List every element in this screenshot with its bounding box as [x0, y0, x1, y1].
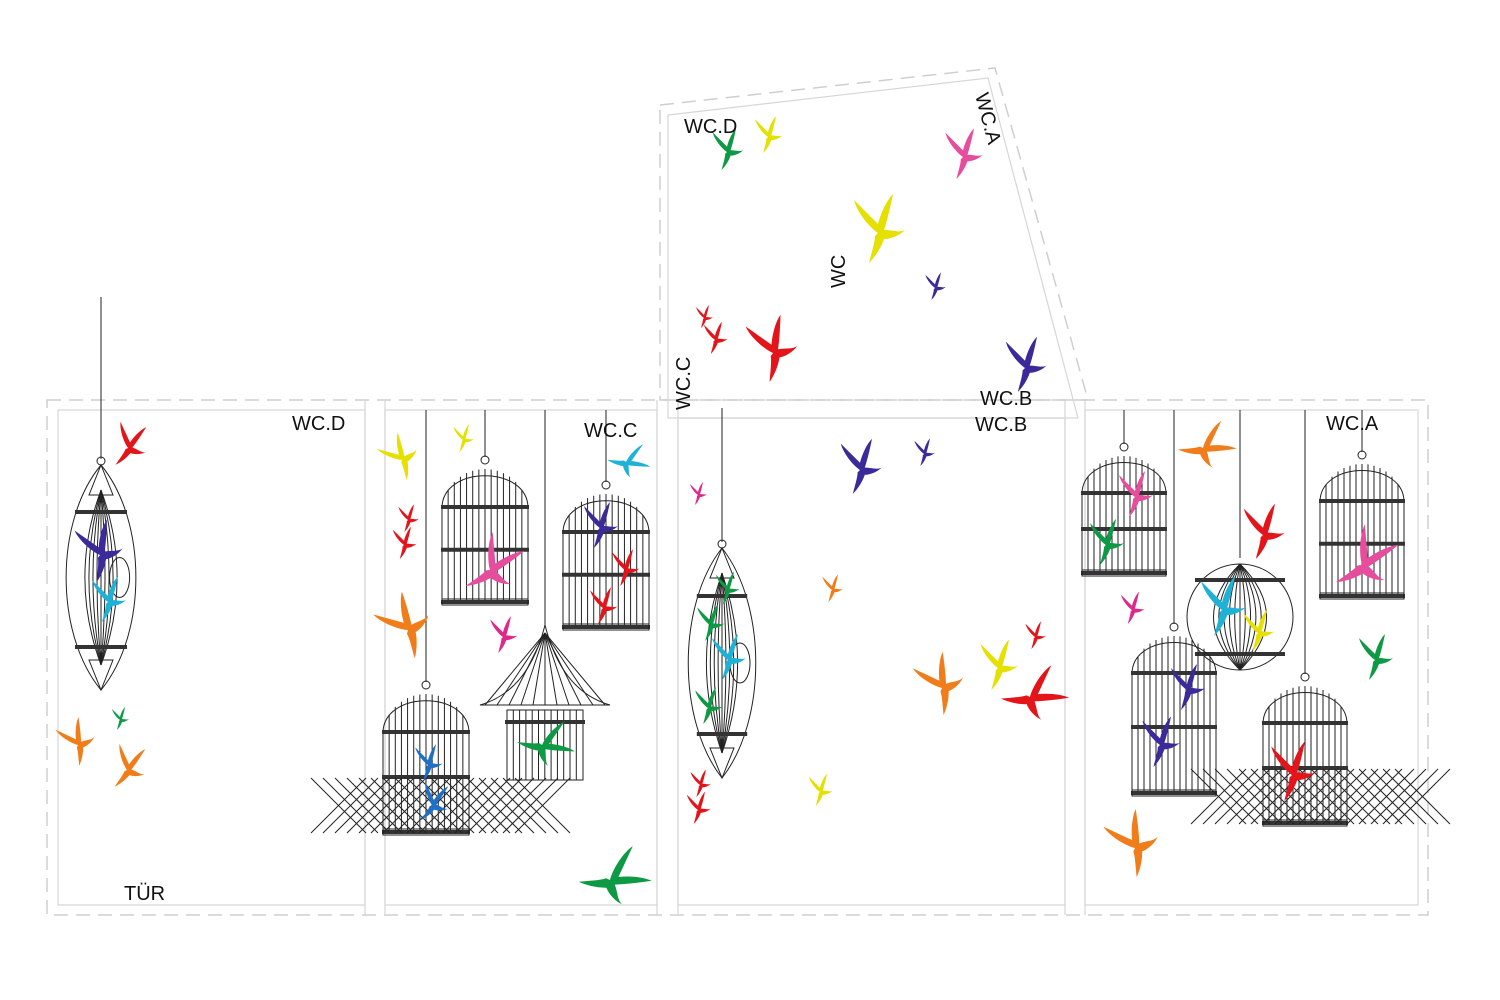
bird-icon: [703, 321, 728, 354]
bird-icon: [1359, 634, 1393, 680]
bird-icon: [584, 502, 618, 548]
bird-icon: [515, 720, 577, 771]
bird-icon: [822, 574, 843, 602]
bird-icon: [490, 616, 518, 653]
bird-icon: [1173, 419, 1240, 477]
birdcage: [310, 410, 571, 836]
bird-icon: [106, 418, 154, 473]
bird-icon: [1120, 591, 1145, 624]
round-birdcage: [1186, 410, 1294, 671]
bird-icon: [590, 587, 618, 624]
bird-icon: [690, 482, 707, 505]
bird-icon: [840, 438, 882, 494]
bird-icon: [370, 585, 444, 666]
bird-icon: [54, 714, 102, 770]
label-wall-wc-b: WC.B: [975, 414, 1027, 436]
bird-icon: [808, 773, 833, 806]
bird-icon: [690, 769, 711, 797]
label-wall-wc-c: WC.C: [584, 420, 637, 442]
bird-icon: [1025, 621, 1046, 649]
bird-icon: [996, 663, 1073, 731]
oval-birdcage: [687, 408, 757, 780]
label-ceiling-wc-d: WC.D: [684, 116, 737, 138]
bird-icon: [453, 424, 474, 452]
birdcage: [1081, 410, 1167, 577]
bird-icon: [1243, 503, 1285, 559]
birdcage: [1131, 410, 1217, 797]
ceiling-outline-dashed: [659, 67, 1089, 401]
label-ceiling-wc-a: WC.A: [970, 91, 1005, 148]
bird-icon: [744, 312, 803, 385]
bird-icon: [1005, 336, 1047, 392]
bird-icon: [686, 791, 711, 824]
bird-icon: [910, 648, 973, 720]
wall-panels: [46, 67, 1429, 916]
pagoda-birdcage: [479, 410, 611, 781]
bird-icon: [945, 128, 983, 179]
label-wall-wc-d: WC.D: [292, 413, 345, 435]
bird-icon: [612, 549, 640, 586]
bird-icon: [605, 443, 652, 482]
bird-icon: [755, 116, 783, 153]
wall-outline-dashed: [46, 399, 1429, 916]
bird-icon: [914, 438, 935, 466]
label-door: TÜR: [124, 883, 165, 905]
bird-icon: [925, 272, 946, 300]
bird-icon: [105, 740, 153, 795]
bird-icon: [1171, 664, 1205, 710]
bird-icon: [980, 639, 1018, 690]
bird-icon: [1090, 519, 1124, 565]
label-ceiling-wc: WC: [828, 255, 850, 288]
label-ceiling-wc-c: WC.C: [673, 357, 695, 410]
bird-icon: [696, 305, 713, 328]
bird-icon: [398, 504, 419, 532]
label-wall-wc-a: WC.A: [1326, 413, 1379, 435]
oval-birdcage: [65, 297, 137, 692]
bird-icon: [854, 194, 905, 263]
bird-icon: [1324, 519, 1408, 606]
bird-icon: [1101, 805, 1169, 882]
bird-icon: [375, 428, 428, 486]
birdcage: [562, 410, 650, 631]
bird-icon: [697, 604, 725, 641]
bird-icon: [112, 707, 129, 730]
ceiling-panel-wc: [667, 77, 1079, 419]
label-ceiling-wc-b: WC.B: [980, 388, 1032, 410]
birdcages: [65, 297, 1451, 836]
